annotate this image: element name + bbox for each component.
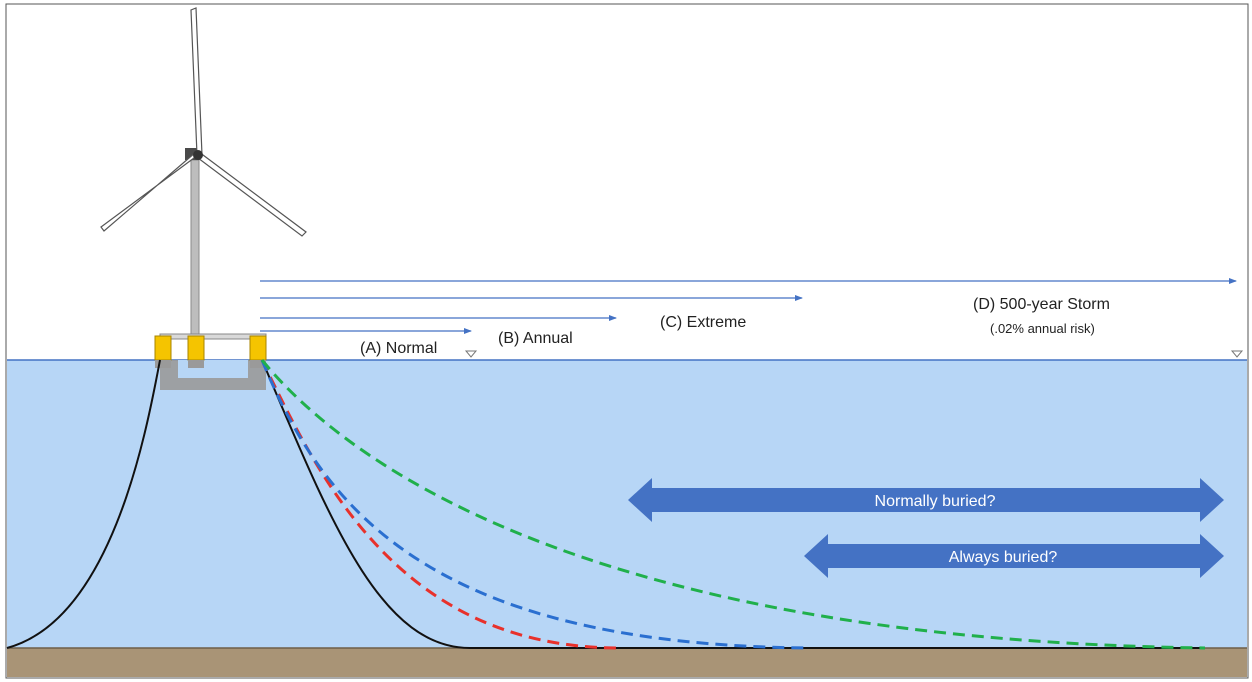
platform-column-left bbox=[155, 360, 171, 368]
storm-risk-label: (.02% annual risk) bbox=[990, 321, 1095, 336]
platform-float-right bbox=[249, 335, 267, 361]
platform-float-center bbox=[187, 335, 205, 361]
platform-column-right bbox=[250, 360, 266, 368]
water-level-marker-icon bbox=[1230, 350, 1244, 358]
turbine-tower bbox=[190, 159, 200, 339]
normally-buried-arrow bbox=[628, 478, 1224, 522]
cable-normal-black bbox=[261, 359, 1205, 649]
annual-label: (B) Annual bbox=[498, 330, 573, 347]
left-cable bbox=[6, 359, 161, 649]
wind-turbine-icon bbox=[100, 7, 307, 339]
cable-annual-red-dashed bbox=[260, 359, 621, 650]
always-buried-label: Always buried? bbox=[949, 549, 1058, 566]
cable-extreme-blue-dashed bbox=[260, 359, 811, 650]
extreme-label: (C) Extreme bbox=[660, 314, 746, 331]
cable-storm-green-dashed bbox=[260, 359, 1206, 650]
platform-column-center bbox=[188, 360, 204, 368]
normally-buried-label: Normally buried? bbox=[875, 493, 996, 510]
turbine-hub bbox=[193, 150, 203, 160]
always-buried-arrow bbox=[804, 534, 1224, 578]
water-level-marker-icon bbox=[464, 350, 478, 358]
normal-label: (A) Normal bbox=[360, 340, 437, 357]
floating-platform-icon bbox=[154, 333, 267, 390]
storm-label: (D) 500-year Storm bbox=[973, 296, 1110, 313]
seabed bbox=[7, 648, 1247, 677]
platform-float-left bbox=[154, 335, 172, 361]
